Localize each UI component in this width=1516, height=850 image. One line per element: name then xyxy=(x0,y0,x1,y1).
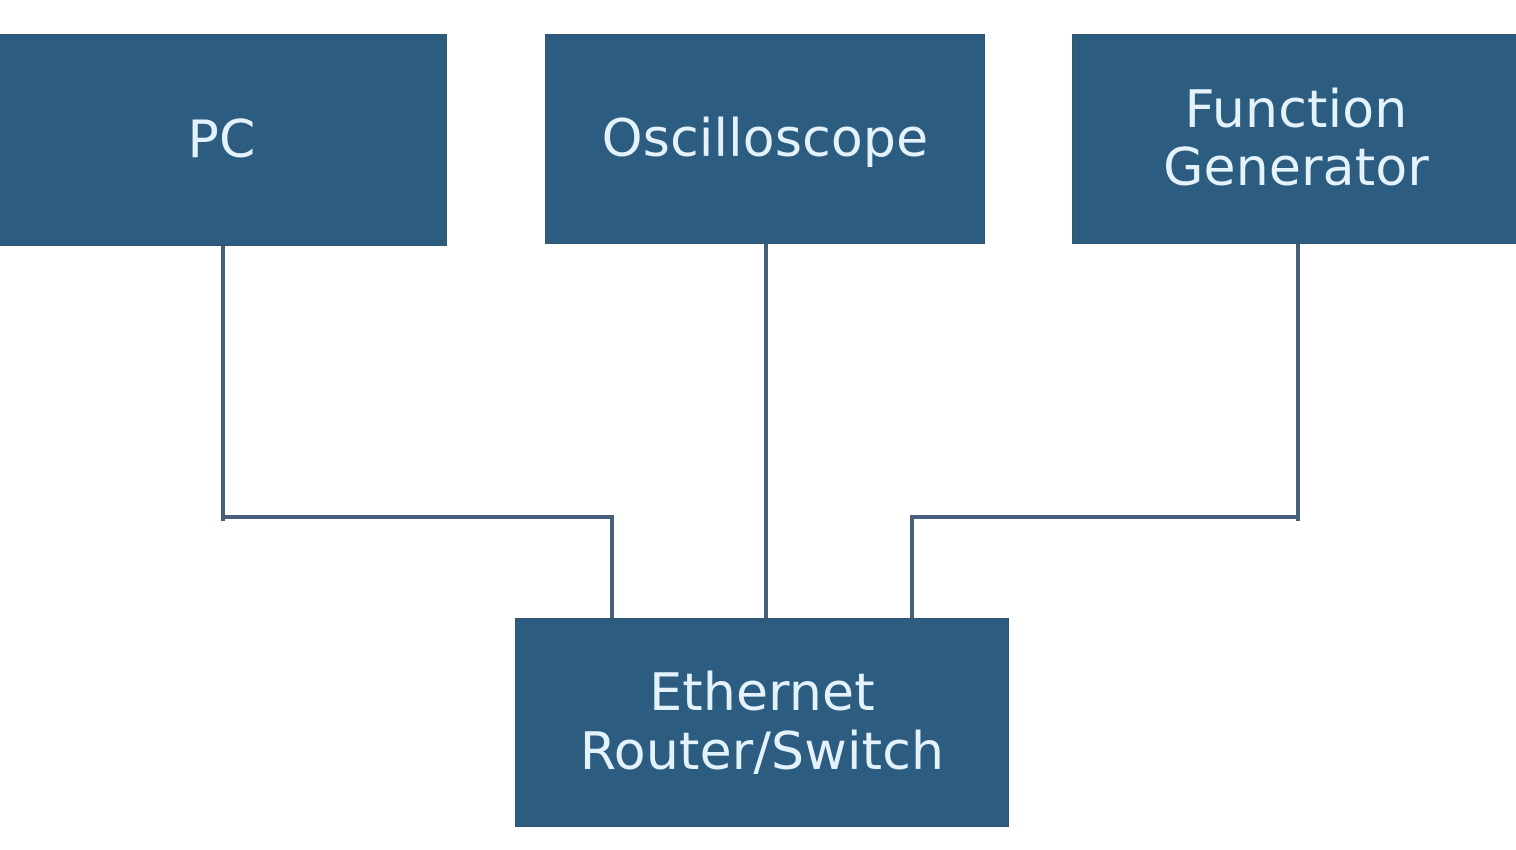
wire-pc-to-router-drop xyxy=(610,515,614,625)
node-ethernet-router-switch[interactable]: Ethernet Router/Switch xyxy=(515,618,1009,827)
node-oscilloscope[interactable]: Oscilloscope xyxy=(545,34,985,244)
node-pc[interactable]: PC xyxy=(0,34,447,246)
wire-pc-to-router-vertical xyxy=(221,244,225,521)
node-ethernet-router-switch-label: Ethernet Router/Switch xyxy=(579,663,945,782)
node-function-generator[interactable]: Function Generator xyxy=(1072,34,1516,244)
node-oscilloscope-label: Oscilloscope xyxy=(601,108,929,169)
wire-function-generator-drop xyxy=(910,515,914,625)
wire-oscilloscope-to-router xyxy=(764,242,768,625)
wire-pc-to-router-horizontal xyxy=(221,515,614,519)
wire-function-generator-vertical xyxy=(1296,242,1300,521)
node-pc-label: PC xyxy=(187,109,256,170)
node-function-generator-label: Function Generator xyxy=(1163,79,1429,198)
wire-function-generator-horizontal xyxy=(910,515,1300,519)
